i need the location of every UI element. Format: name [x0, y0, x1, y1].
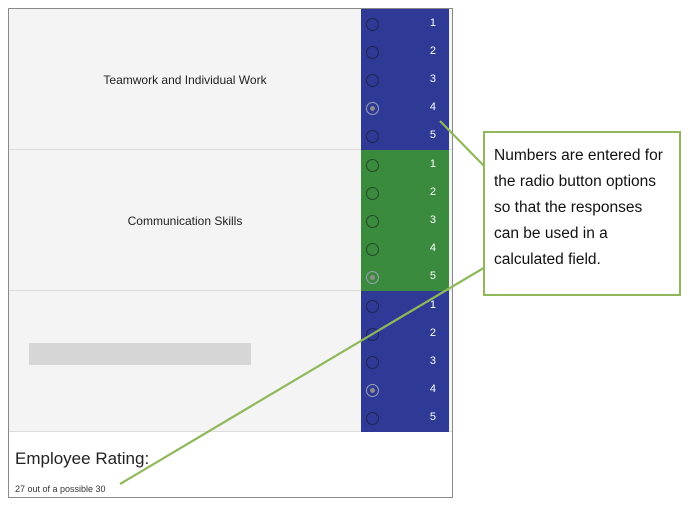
- radio-option[interactable]: 2: [361, 180, 449, 208]
- redacted-label: [29, 343, 251, 365]
- radio-option[interactable]: 1: [361, 152, 449, 180]
- result-text: 27 out of a possible 30: [15, 484, 106, 494]
- question-label: Communication Skills: [127, 213, 243, 228]
- option-number: 2: [429, 327, 436, 339]
- radio-button-selected[interactable]: [366, 102, 379, 115]
- radio-button[interactable]: [366, 74, 379, 87]
- radio-button[interactable]: [366, 46, 379, 59]
- radio-button[interactable]: [366, 187, 379, 200]
- option-number: 3: [429, 73, 436, 85]
- question-redacted: 1 2 3 4 5: [9, 291, 452, 432]
- radio-button[interactable]: [366, 300, 379, 313]
- radio-button[interactable]: [366, 328, 379, 341]
- radio-options: 1 2 3 4 5: [361, 150, 449, 291]
- radio-button[interactable]: [366, 356, 379, 369]
- radio-option[interactable]: 4: [361, 95, 449, 123]
- radio-option[interactable]: 5: [361, 264, 449, 292]
- radio-button[interactable]: [366, 243, 379, 256]
- pointer-line-to-result: [119, 265, 488, 485]
- radio-option[interactable]: 2: [361, 321, 449, 349]
- option-number: 2: [429, 45, 436, 57]
- radio-button[interactable]: [366, 412, 379, 425]
- option-number: 4: [429, 101, 436, 113]
- option-number: 3: [429, 355, 436, 367]
- radio-option[interactable]: 3: [361, 208, 449, 236]
- radio-option[interactable]: 1: [361, 11, 449, 39]
- option-number: 5: [429, 411, 436, 423]
- radio-option[interactable]: 3: [361, 349, 449, 377]
- question-communication: Communication Skills 1 2 3 4 5: [9, 150, 452, 291]
- option-number: 5: [429, 270, 436, 282]
- option-number: 4: [429, 383, 436, 395]
- callout-box: Numbers are entered for the radio button…: [483, 131, 681, 296]
- pointer-line-to-options: [439, 120, 487, 169]
- radio-option[interactable]: 4: [361, 236, 449, 264]
- radio-button[interactable]: [366, 159, 379, 172]
- radio-option[interactable]: 4: [361, 377, 449, 405]
- option-number: 1: [429, 299, 436, 311]
- radio-option[interactable]: 2: [361, 39, 449, 67]
- option-number: 1: [429, 158, 436, 170]
- form-panel: Teamwork and Individual Work 1 2 3 4 5 C…: [8, 8, 453, 498]
- radio-option[interactable]: 5: [361, 405, 449, 433]
- option-number: 4: [429, 242, 436, 254]
- option-number: 2: [429, 186, 436, 198]
- option-number: 1: [429, 17, 436, 29]
- radio-button-selected[interactable]: [366, 384, 379, 397]
- result-title: Employee Rating:: [15, 449, 150, 468]
- radio-option[interactable]: 5: [361, 123, 449, 151]
- radio-button-selected[interactable]: [366, 271, 379, 284]
- question-label: Teamwork and Individual Work: [103, 72, 267, 87]
- question-teamwork: Teamwork and Individual Work 1 2 3 4 5: [9, 9, 452, 150]
- radio-button[interactable]: [366, 215, 379, 228]
- radio-options: 1 2 3 4 5: [361, 9, 449, 150]
- radio-button[interactable]: [366, 18, 379, 31]
- option-number: 3: [429, 214, 436, 226]
- radio-option[interactable]: 3: [361, 67, 449, 95]
- radio-option[interactable]: 1: [361, 293, 449, 321]
- radio-button[interactable]: [366, 130, 379, 143]
- option-number: 5: [429, 129, 436, 141]
